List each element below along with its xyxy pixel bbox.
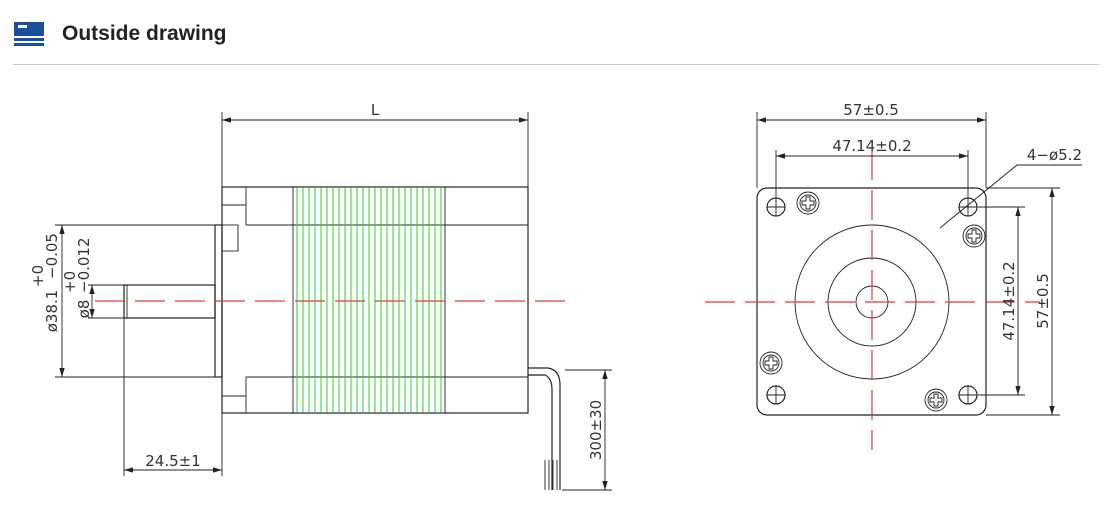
mounting-hole (766, 197, 786, 217)
mounting-hole (958, 385, 978, 405)
section-title: Outside drawing (62, 22, 227, 45)
screw-icon (759, 351, 783, 375)
lead-wires (528, 367, 561, 490)
header-divider (13, 64, 1100, 65)
mounting-hole (766, 385, 786, 405)
front-view: 57±0.5 47.14±0.2 4−ø5.2 47.14±0.2 57±0.5 (705, 101, 1082, 450)
screw-icon (924, 388, 948, 412)
shaft-length-label: 24.5±1 (145, 452, 201, 470)
shaft-diameter-label: ø8 (75, 300, 93, 319)
hole-leader (939, 164, 1082, 229)
side-view: L ø38.1 +0 −0.05 ø8 +0 −0.012 24.5±1 300… (29, 101, 612, 491)
length-label: L (371, 101, 380, 119)
screws (759, 191, 986, 412)
mounting-hole (958, 197, 978, 217)
lead-length-label: 300±30 (587, 400, 605, 460)
hole-spacing-v-label: 47.14±0.2 (1000, 261, 1018, 340)
screw-icon (962, 224, 986, 248)
laminations (296, 188, 442, 412)
mounting-holes (766, 197, 978, 405)
section-header: Outside drawing (14, 22, 227, 46)
hole-spacing-h-label: 47.14±0.2 (832, 137, 911, 155)
height-label: 57±0.5 (1034, 273, 1052, 329)
width-label: 57±0.5 (843, 101, 899, 119)
holes-label: 4−ø5.2 (1027, 146, 1082, 164)
flange-tol-upper: +0 (29, 265, 47, 287)
flange-diameter-label: ø38.1 (43, 290, 61, 333)
shaft-tol-upper: +0 (61, 271, 79, 293)
screw-icon (796, 191, 820, 215)
flange-tol-lower: −0.05 (43, 233, 61, 279)
shaft-tol-lower: −0.012 (75, 237, 93, 293)
section-icon (14, 22, 44, 46)
motor-body (221, 186, 529, 414)
